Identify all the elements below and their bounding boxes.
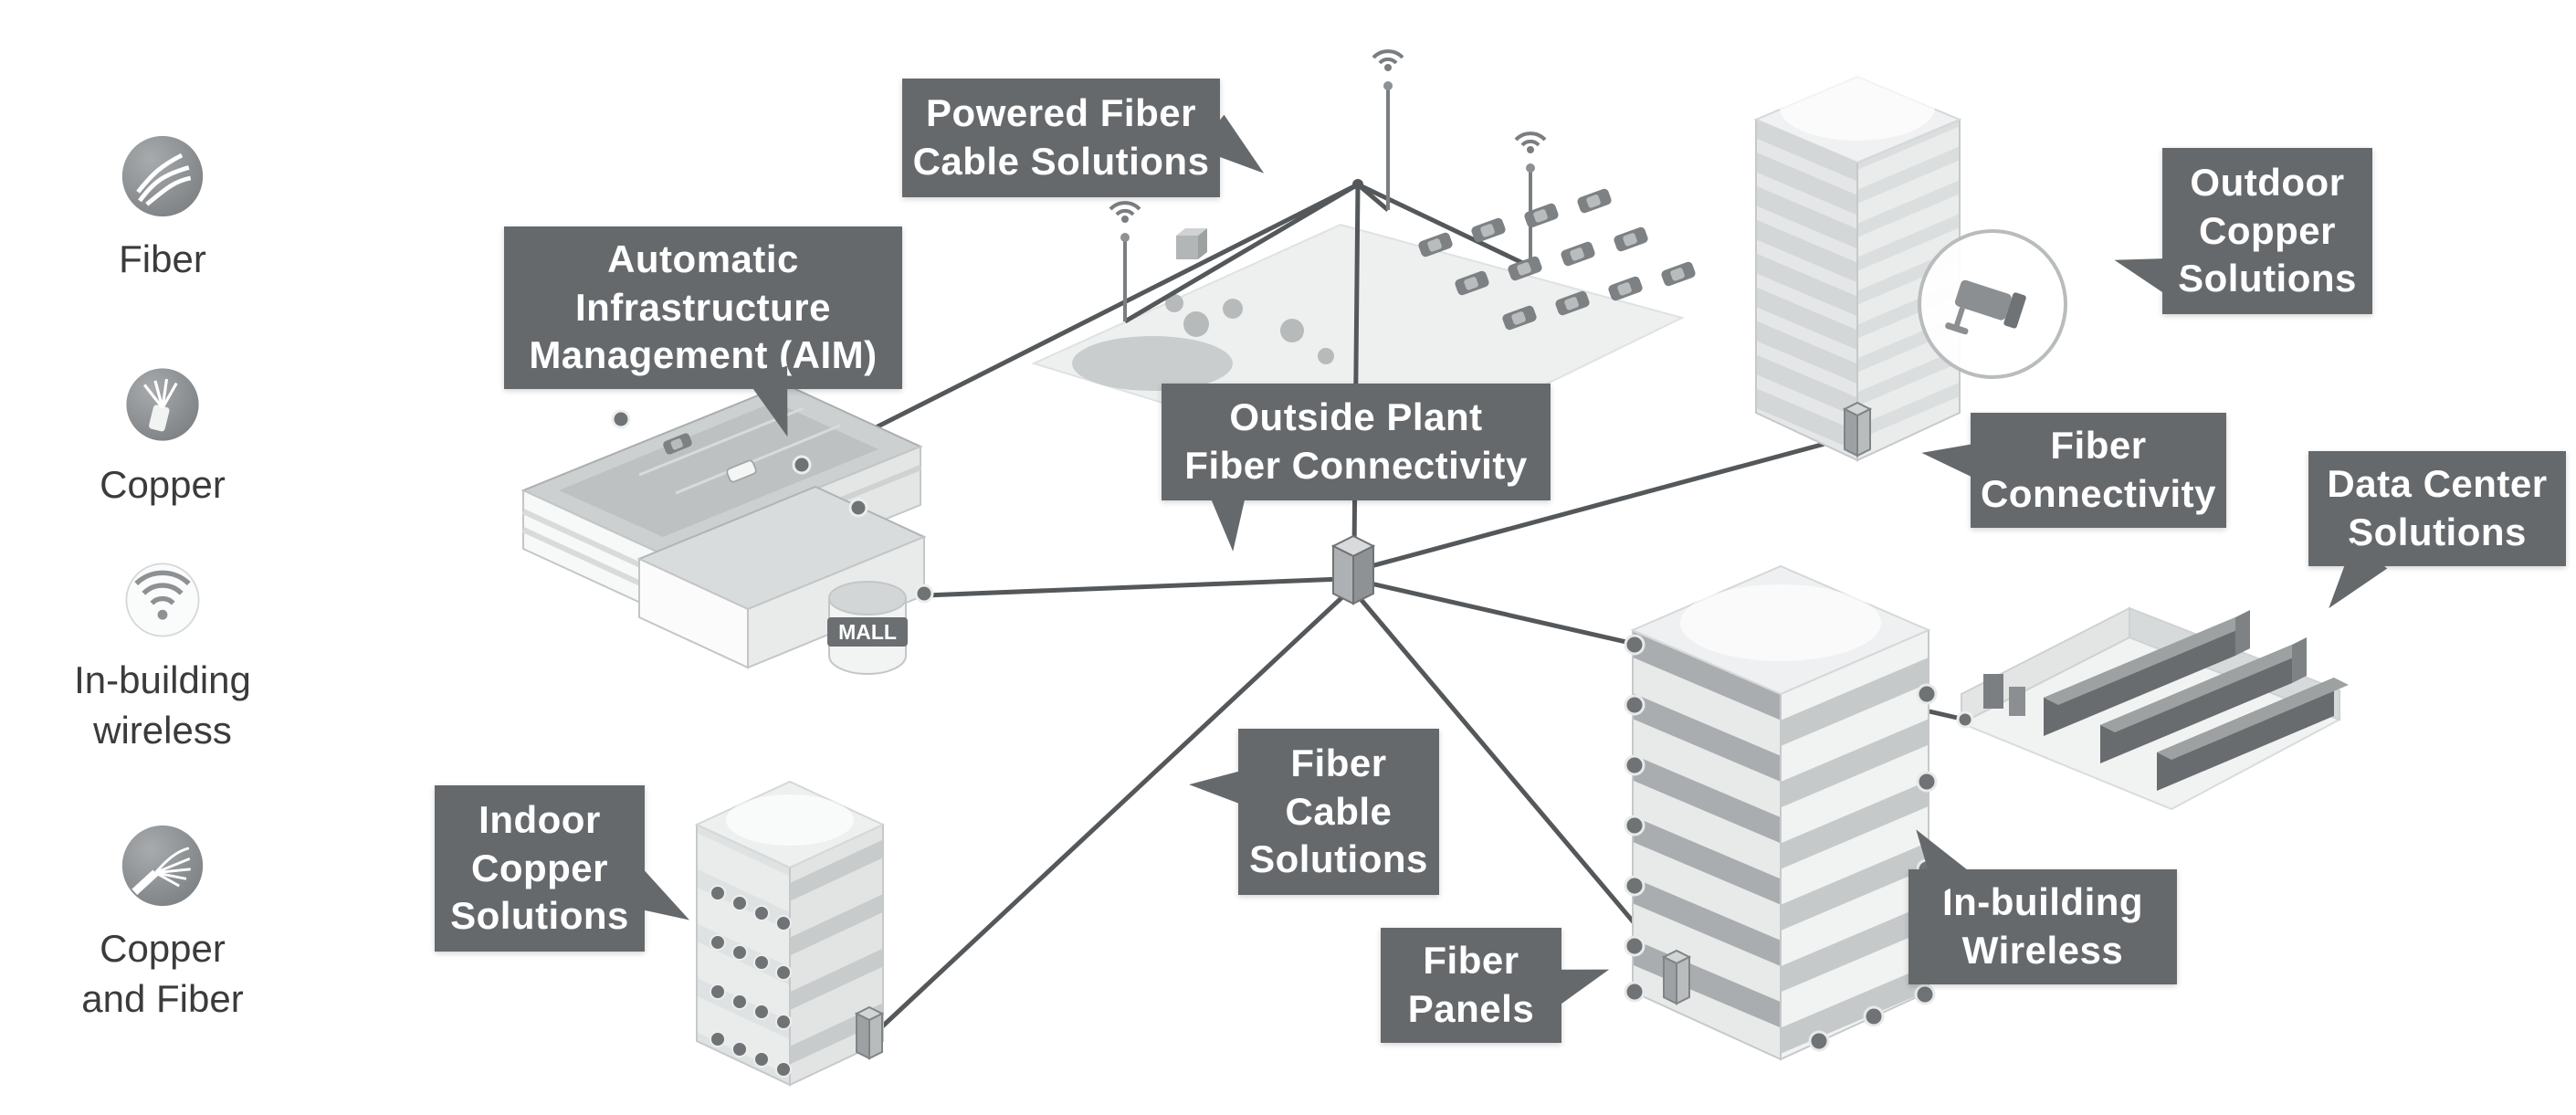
legend-item-copper-and-fiber: Copper and Fiber [26, 822, 300, 1024]
in-building-wireless-icon [121, 559, 204, 641]
legend-label-in-building-wireless: In-building wireless [74, 658, 251, 752]
network-cabinet [2009, 687, 2025, 716]
outside-plant-hub-node [1330, 534, 1376, 605]
server-rack-row [2157, 678, 2349, 791]
fiber-icon [119, 132, 206, 220]
callout-label: Fiber Connectivity [1980, 424, 2217, 515]
callout-label: Fiber Panels [1407, 939, 1535, 1030]
security-camera-detail [1918, 229, 2067, 379]
callout-label: Fiber Cable Solutions [1249, 741, 1428, 881]
mall-connection-dots [611, 409, 934, 604]
mall-sign [827, 617, 908, 647]
callout-label: Powered Fiber Cable Solutions [912, 91, 1210, 183]
legend-item-copper: Copper [26, 363, 300, 510]
light-pole [1120, 233, 1130, 321]
rooftop-parking [559, 402, 878, 537]
legend-item-in-building-wireless: In-building wireless [26, 559, 300, 755]
callout-in-building-wireless: In-building Wireless [1908, 869, 2177, 984]
network-cabinet [1983, 674, 2003, 709]
tall-building [1753, 75, 1962, 462]
server-rack-row [2100, 637, 2307, 763]
line-mall-junction [800, 182, 1360, 468]
line-hub-indoor [877, 594, 1346, 1032]
trees [1165, 294, 1334, 364]
server-rack-row [2044, 610, 2250, 736]
mall-building: MALL [520, 383, 934, 675]
fiber-network-lines [800, 179, 1966, 1032]
callout-fiber-panels: Fiber Panels [1381, 928, 1561, 1043]
legend-label-copper-and-fiber: Copper and Fiber [81, 927, 244, 1020]
pond [1072, 336, 1233, 391]
legend-label-copper: Copper [100, 463, 226, 506]
indoor-building-connector [854, 1005, 885, 1060]
line-junction-pole-c [1356, 183, 1390, 212]
callout-outside-plant-fiber-connectivity: Outside Plant Fiber Connectivity [1162, 384, 1551, 500]
legend-item-fiber: Fiber [26, 132, 300, 285]
copper-icon [121, 363, 204, 446]
indoor-copper-building [694, 780, 886, 1087]
utility-cabinet [1176, 228, 1207, 259]
callout-label: Indoor Copper Solutions [450, 797, 629, 938]
line-hub-mall [923, 576, 1343, 598]
callout-label: Automatic Infrastructure Management (AIM… [529, 237, 878, 377]
legend-label-fiber: Fiber [119, 237, 206, 280]
tall-building-connector [1842, 401, 1873, 458]
data-center-room [1956, 606, 2349, 811]
line-junction-pole-a [1123, 182, 1360, 324]
copper-outlets [710, 885, 792, 1078]
callout-label: Outside Plant Fiber Connectivity [1184, 395, 1528, 487]
mall-sign-text: MALL [838, 620, 897, 644]
callout-fiber-cable-solutions: Fiber Cable Solutions [1238, 729, 1439, 895]
callout-indoor-copper-solutions: Indoor Copper Solutions [435, 785, 645, 952]
callout-automatic-infrastructure-management: Automatic Infrastructure Management (AIM… [504, 226, 902, 389]
callout-fiber-connectivity: Fiber Connectivity [1971, 413, 2226, 528]
smart-park-fixtures [1109, 49, 1697, 331]
callout-label: Data Center Solutions [2327, 462, 2548, 553]
midrise-fiber-panel-connector [1661, 949, 1692, 1005]
security-camera-icon [1945, 279, 2026, 335]
wireless-access-points [1624, 634, 1938, 1052]
line-hub-midrise [1359, 597, 1680, 977]
callout-outdoor-copper-solutions: Outdoor Copper Solutions [2162, 148, 2372, 314]
callout-data-center-solutions: Data Center Solutions [2308, 451, 2566, 566]
line-hub-tall-building [1363, 434, 1853, 571]
light-pole [1383, 81, 1393, 210]
junction-node [1352, 179, 1363, 190]
midrise-building [1624, 564, 1938, 1061]
callout-powered-fiber-cable-solutions: Powered Fiber Cable Solutions [902, 79, 1220, 197]
mall-corner-tower: MALL [827, 581, 908, 675]
copper-and-fiber-icon [119, 822, 206, 910]
white-car [726, 459, 757, 483]
callout-label: Outdoor Copper Solutions [2178, 160, 2357, 300]
callout-label: In-building Wireless [1941, 880, 2144, 972]
